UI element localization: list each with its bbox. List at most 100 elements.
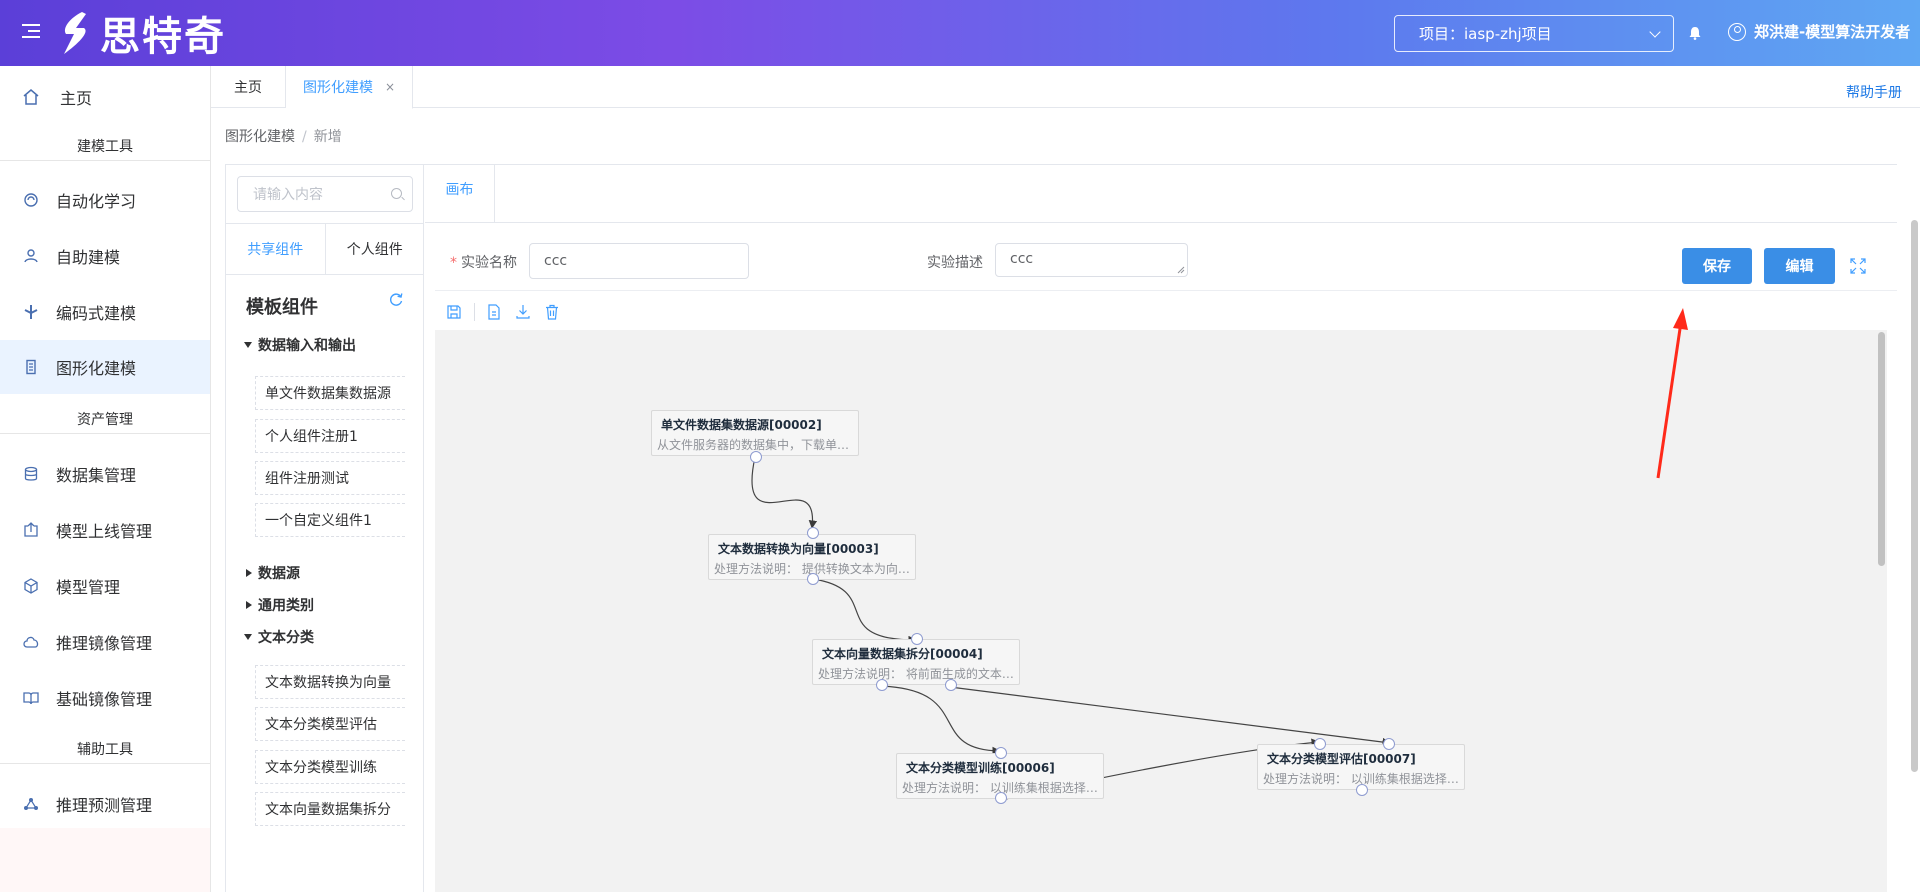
node-output-port[interactable] bbox=[750, 451, 762, 463]
sidebar-item-inference-image[interactable]: 推理镜像管理 bbox=[0, 615, 210, 669]
node-input-port[interactable] bbox=[807, 527, 819, 539]
experiment-desc-textarea[interactable]: ccc bbox=[995, 243, 1188, 277]
sidebar-item-model-management[interactable]: 模型管理 bbox=[0, 559, 210, 613]
tab-shared-components[interactable]: 共享组件 bbox=[226, 224, 326, 274]
sidebar-item-auto-learning[interactable]: 自动化学习 bbox=[0, 173, 210, 227]
refresh-icon[interactable] bbox=[388, 291, 404, 307]
toolbar-separator bbox=[474, 303, 475, 321]
category-label: 通用类别 bbox=[258, 598, 314, 614]
flow-node-00007[interactable]: 文本分类模型评估[00007] 处理方法说明： 以训练集根据选择的模型进行评估 bbox=[1257, 738, 1465, 796]
component-item[interactable]: 组件注册测试 bbox=[255, 461, 405, 495]
project-select[interactable]: 项目：iasp-zhj项目 bbox=[1394, 15, 1674, 52]
sidebar-item-label: 自动化学习 bbox=[56, 192, 137, 211]
sidebar-group-label: 辅助工具 bbox=[77, 742, 133, 758]
save-canvas-icon[interactable] bbox=[446, 304, 462, 320]
node-input-port[interactable] bbox=[995, 747, 1007, 759]
bell-icon[interactable] bbox=[1688, 26, 1702, 40]
sidebar-item-self-modeling[interactable]: 自助建模 bbox=[0, 229, 210, 283]
canvas-scrollbar[interactable] bbox=[1878, 332, 1885, 566]
component-item[interactable]: 文本分类模型评估 bbox=[255, 707, 405, 741]
component-item[interactable]: 单文件数据集数据源 bbox=[255, 376, 405, 410]
breadcrumb-current: 新增 bbox=[313, 129, 342, 145]
tab-label: 个人组件 bbox=[346, 242, 403, 258]
node-title: 文本分类模型评估[00007] bbox=[1267, 752, 1416, 766]
caret-right-icon bbox=[246, 569, 252, 577]
flow-node-00002[interactable]: 单文件数据集数据源[00002] 从文件服务器的数据集中，下载单个文件数据集 bbox=[651, 410, 859, 463]
help-manual-link[interactable]: 帮助手册 bbox=[1846, 85, 1902, 101]
tab-label: 图形化建模 bbox=[302, 80, 373, 96]
tab-label: 共享组件 bbox=[247, 242, 304, 258]
category-text-classification[interactable]: 文本分类 bbox=[244, 627, 314, 647]
node-output-port[interactable] bbox=[945, 679, 957, 691]
node-output-port[interactable] bbox=[1356, 784, 1368, 796]
experiment-desc-label: 实验描述 bbox=[927, 255, 983, 271]
component-tabs: 共享组件 个人组件 bbox=[226, 223, 424, 275]
sidebar-item-inference-predict[interactable]: 推理预测管理 bbox=[0, 777, 210, 831]
node-input-port[interactable] bbox=[1383, 738, 1395, 750]
top-header: 思特奇 项目：iasp-zhj项目 郑洪建-模型算法开发者 bbox=[0, 0, 1920, 66]
tab-label: 画布 bbox=[445, 182, 474, 198]
sidebar-item-base-image[interactable]: 基础镜像管理 bbox=[0, 671, 210, 725]
code-modeling-icon bbox=[22, 303, 40, 321]
sidebar-item-code-modeling[interactable]: 编码式建模 bbox=[0, 285, 210, 339]
document-icon[interactable] bbox=[486, 304, 502, 320]
experiment-name-input[interactable]: ccc bbox=[529, 243, 749, 279]
tab-home[interactable]: 主页 bbox=[211, 66, 286, 108]
label-text: 实验名称 bbox=[461, 255, 517, 271]
breadcrumb-separator: / bbox=[302, 129, 307, 145]
sidebar-item-graph-modeling[interactable]: 图形化建模 bbox=[0, 340, 210, 394]
sidebar-item-home[interactable]: 主页 bbox=[0, 70, 210, 124]
category-data-io[interactable]: 数据输入和输出 bbox=[244, 335, 356, 355]
component-item[interactable]: 文本数据转换为向量 bbox=[255, 665, 405, 699]
database-icon bbox=[22, 465, 40, 483]
tab-graph-modeling[interactable]: 图形化建模 × bbox=[286, 66, 413, 109]
node-output-port[interactable] bbox=[876, 679, 888, 691]
component-search-input[interactable]: 请输入内容 bbox=[237, 176, 413, 212]
edge-00002-00003 bbox=[751, 456, 818, 529]
sidebar-item-label: 模型管理 bbox=[56, 578, 121, 597]
sidebar-item-label: 推理预测管理 bbox=[56, 796, 153, 815]
edge-00003-00004 bbox=[812, 578, 917, 645]
flow-node-00004[interactable]: 文本向量数据集拆分[00004] 处理方法说明： 将前面生成的文本向量数据集拆分 bbox=[812, 633, 1020, 691]
category-general[interactable]: 通用类别 bbox=[244, 595, 314, 615]
component-item[interactable]: 个人组件注册1 bbox=[255, 419, 405, 453]
user-avatar-icon bbox=[1728, 22, 1746, 41]
category-label: 文本分类 bbox=[258, 630, 314, 646]
component-item[interactable]: 一个自定义组件1 bbox=[255, 503, 405, 537]
search-icon bbox=[391, 188, 402, 199]
user-name: 郑洪建-模型算法开发者 bbox=[1754, 23, 1911, 41]
component-item[interactable]: 文本向量数据集拆分 bbox=[255, 792, 405, 826]
tab-label: 主页 bbox=[234, 80, 262, 96]
tab-bar: 主页 图形化建模 × bbox=[211, 66, 1920, 109]
node-output-port[interactable] bbox=[807, 573, 819, 585]
resize-handle-icon[interactable] bbox=[1177, 266, 1185, 274]
trash-icon[interactable] bbox=[544, 304, 560, 320]
page-scrollbar[interactable] bbox=[1911, 220, 1918, 772]
edge-00004-00006 bbox=[880, 685, 1001, 756]
edit-button[interactable]: 编辑 bbox=[1764, 248, 1835, 284]
sidebar-item-dataset-management[interactable]: 数据集管理 bbox=[0, 447, 210, 501]
category-data-source[interactable]: 数据源 bbox=[244, 563, 300, 583]
node-title: 文本分类模型训练[00006] bbox=[906, 761, 1055, 775]
flow-node-00006[interactable]: 文本分类模型训练[00006] 处理方法说明： 以训练集根据选择的算法训练模型 bbox=[896, 747, 1104, 804]
modeling-canvas[interactable]: 单文件数据集数据源[00002] 从文件服务器的数据集中，下载单个文件数据集 文… bbox=[435, 330, 1887, 892]
tab-canvas[interactable]: 画布 bbox=[425, 165, 495, 222]
user-menu[interactable]: 郑洪建-模型算法开发者 bbox=[1728, 21, 1910, 42]
menu-toggle-icon[interactable] bbox=[22, 24, 40, 40]
fullscreen-icon[interactable] bbox=[1850, 258, 1866, 274]
sidebar-item-model-deploy[interactable]: 模型上线管理 bbox=[0, 503, 210, 557]
save-button[interactable]: 保存 bbox=[1682, 248, 1752, 284]
breadcrumb: 图形化建模 / 新增 bbox=[225, 126, 342, 146]
flow-node-00003[interactable]: 文本数据转换为向量[00003] 处理方法说明： 提供转换文本为向量的能力 bbox=[708, 527, 916, 585]
sidebar: 主页 建模工具 自动化学习 自助建模 编码式建模 图形化建模 资产管理 数据集管… bbox=[0, 66, 211, 892]
download-icon[interactable] bbox=[515, 304, 531, 320]
node-input-port[interactable] bbox=[911, 633, 923, 645]
tab-personal-components[interactable]: 个人组件 bbox=[326, 224, 425, 274]
node-input-port[interactable] bbox=[1314, 738, 1326, 750]
close-icon[interactable]: × bbox=[384, 80, 396, 94]
sidebar-item-label: 主页 bbox=[60, 89, 93, 108]
breadcrumb-parent[interactable]: 图形化建模 bbox=[225, 129, 295, 145]
component-item[interactable]: 文本分类模型训练 bbox=[255, 750, 405, 784]
canvas-tab-divider bbox=[425, 222, 1897, 223]
node-output-port[interactable] bbox=[995, 792, 1007, 804]
